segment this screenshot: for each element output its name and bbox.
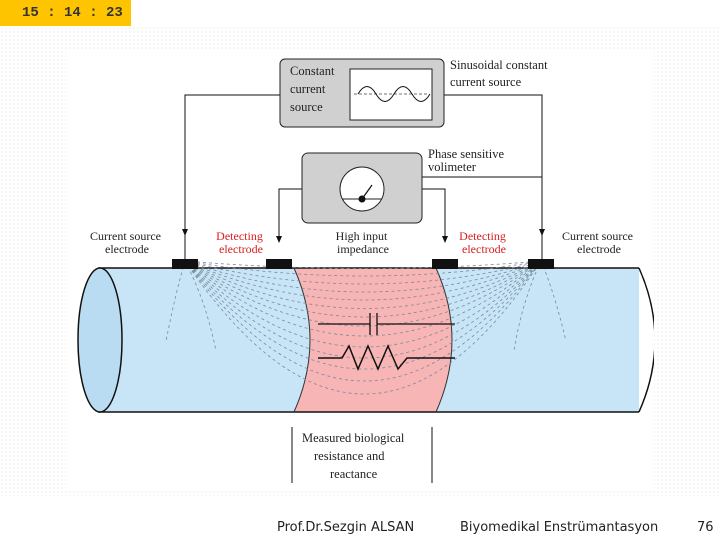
bioimpedance-diagram: Constant current source Sinusoidal const… [66, 51, 656, 489]
voltmeter-dial-icon [339, 166, 385, 212]
footer-author: Prof.Dr.Sezgin ALSAN [277, 520, 415, 535]
right-detect-electrode [432, 259, 458, 269]
resistor-symbol [318, 344, 455, 371]
tube-left-end [77, 267, 123, 413]
right-current-label: Current source electrode [562, 229, 636, 256]
timer-display: 15 : 14 : 23 [0, 0, 131, 26]
wires [184, 94, 543, 259]
left-current-label: Current source electrode [90, 229, 164, 256]
left-detect-label: Detecting electrode [216, 229, 266, 256]
capacitor-symbol [318, 313, 455, 335]
page-number: 76 [697, 520, 714, 535]
sine-display [349, 68, 433, 121]
measured-region [294, 268, 452, 412]
left-current-electrode [172, 259, 198, 269]
sine-wave-icon [357, 86, 431, 102]
right-detect-label: Detecting electrode [459, 229, 509, 256]
right-current-electrode [528, 259, 554, 269]
center-impedance-label: High input impedance [336, 229, 391, 256]
left-detect-electrode [266, 259, 292, 269]
footer-course: Biyomedikal Enstrümantasyon [460, 520, 659, 535]
voltmeter-caption: Phase sensitive volimeter [428, 147, 507, 174]
field-lines [165, 260, 567, 395]
source-caption: Sinusoidal constant current source [450, 58, 551, 89]
source-box-label: Constant current source [290, 64, 338, 114]
tube-right-end [638, 267, 656, 413]
measured-label: Measured biological resistance and react… [302, 431, 408, 481]
